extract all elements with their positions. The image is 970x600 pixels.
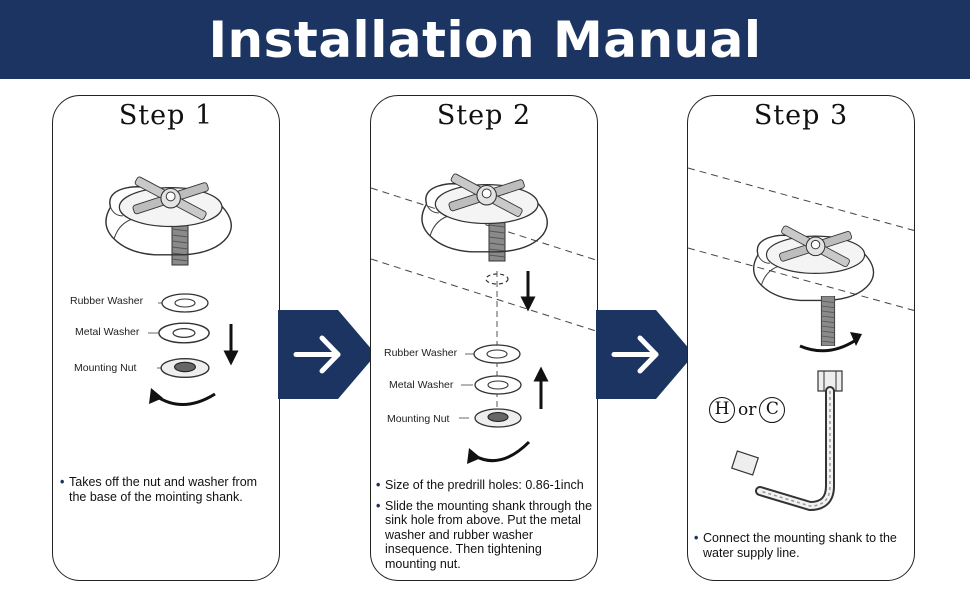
step-1-title: Step 1 (118, 100, 214, 131)
step-1-bullet-1: •Takes off the nut and washer from the b… (60, 475, 258, 504)
label-rubber-washer: Rubber Washer (384, 347, 458, 359)
water-supply-hose-icon (731, 370, 843, 512)
step-2-card: Step 2 Rubber Washer Metal Washer Mounti… (370, 95, 598, 581)
right-arrow-icon (293, 335, 341, 374)
step-3-bullet-1: •Connect the mounting shank to the water… (694, 531, 897, 560)
metal-washer-1 (148, 322, 210, 344)
mounting-nut-1 (157, 357, 210, 379)
hot-icon: H (709, 397, 735, 423)
label-mounting-nut: Mounting Nut (387, 413, 450, 425)
label-rubber-washer: Rubber Washer (70, 295, 144, 307)
next-step-arrow-1 (278, 310, 376, 399)
step-2-bullet-2: •Slide the mounting shank through the si… (376, 498, 593, 571)
right-arrow-icon (611, 335, 659, 374)
step-1-diagram (105, 175, 239, 406)
rubber-washer-2 (465, 344, 521, 364)
rubber-washer-1 (158, 293, 209, 313)
rotate-arrow-icon (474, 440, 531, 463)
label-metal-washer: Metal Washer (389, 379, 454, 391)
next-step-arrow-2 (596, 310, 694, 399)
label-metal-washer: Metal Washer (75, 326, 140, 338)
metal-washer-2 (461, 375, 522, 395)
step-1-card: Step 1 Rubber Washer Metal Washer Mounti… (52, 95, 280, 581)
mounting-nut-2 (459, 408, 522, 428)
or-text: or (738, 400, 757, 420)
step-3-title: Step 3 (753, 100, 849, 131)
page-title: Installation Manual (208, 10, 762, 69)
step-1-description: •Takes off the nut and washer from the b… (60, 475, 274, 510)
cold-icon: C (759, 397, 786, 423)
step-3-diagram (688, 167, 914, 512)
step-2-title: Step 2 (436, 100, 532, 131)
header-banner: Installation Manual (0, 0, 970, 79)
step-2-bullet-1: •Size of the predrill holes: 0.86-1inch (376, 478, 584, 492)
step-3-description: •Connect the mounting shank to the water… (694, 531, 909, 566)
label-mounting-nut: Mounting Nut (74, 362, 137, 374)
step-2-diagram (371, 172, 597, 464)
rotate-arrow-icon (799, 338, 857, 353)
step-2-description: •Size of the predrill holes: 0.86-1inch … (376, 478, 596, 577)
rotate-arrow-icon (155, 392, 216, 406)
